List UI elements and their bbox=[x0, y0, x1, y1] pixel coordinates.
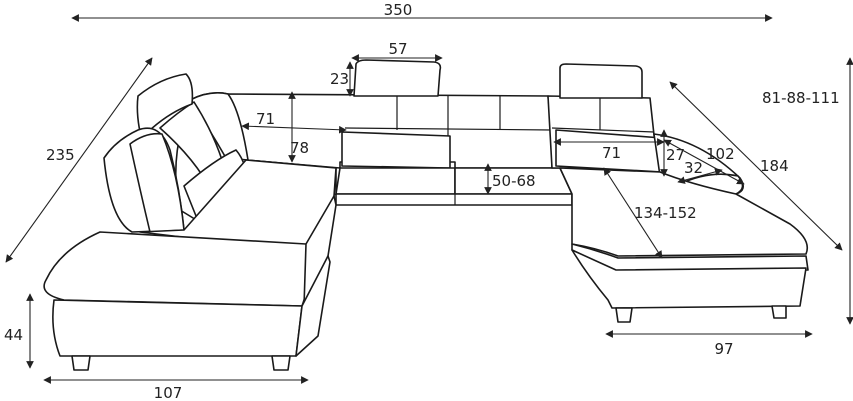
label-left-seat-height: 44 bbox=[4, 326, 23, 344]
center-pillow bbox=[341, 131, 451, 169]
left-chaise-top bbox=[43, 231, 316, 307]
label-armrest-height: 27 bbox=[666, 146, 685, 164]
label-headrest-height: 23 bbox=[330, 70, 349, 88]
label-chaise-length: 134-152 bbox=[634, 204, 697, 222]
label-right-length: 184 bbox=[760, 157, 789, 175]
left-leg-back bbox=[271, 355, 291, 371]
label-back-height: 78 bbox=[290, 139, 309, 157]
right-chaise-base bbox=[571, 249, 807, 309]
right-leg-back bbox=[771, 305, 787, 319]
right-back-seam bbox=[551, 127, 655, 133]
dimension-labels: 350 235 57 23 71 78 50-68 71 27 32 102 1… bbox=[4, 1, 840, 401]
label-left-width: 107 bbox=[154, 384, 183, 401]
label-right-depth: 102 bbox=[706, 145, 735, 163]
label-back-depth-left: 71 bbox=[256, 110, 275, 128]
center-headrest bbox=[353, 59, 442, 97]
dim-line-right-length bbox=[669, 81, 843, 251]
left-leg-front bbox=[71, 355, 91, 371]
center-seat bbox=[335, 167, 456, 195]
left-chaise-base bbox=[52, 299, 303, 357]
label-headrest-width: 57 bbox=[388, 40, 407, 58]
label-total-height: 81-88-111 bbox=[762, 89, 840, 107]
label-total-width: 350 bbox=[384, 1, 413, 19]
center-front-panel bbox=[335, 193, 573, 206]
dim-line-chaise-length bbox=[603, 167, 663, 259]
label-left-diagonal: 235 bbox=[46, 146, 75, 164]
right-headrest bbox=[559, 63, 643, 99]
right-leg-front bbox=[615, 307, 633, 323]
label-right-width: 97 bbox=[714, 340, 733, 358]
left-chaise-side bbox=[303, 195, 337, 307]
left-chaise-base-right bbox=[295, 255, 331, 357]
label-seat-height: 50-68 bbox=[492, 172, 536, 190]
label-armrest-inner: 32 bbox=[684, 159, 703, 177]
dimension-lines bbox=[5, 14, 853, 384]
label-back-depth-right: 71 bbox=[602, 144, 621, 162]
dim-line-left-diagonal bbox=[5, 57, 153, 263]
